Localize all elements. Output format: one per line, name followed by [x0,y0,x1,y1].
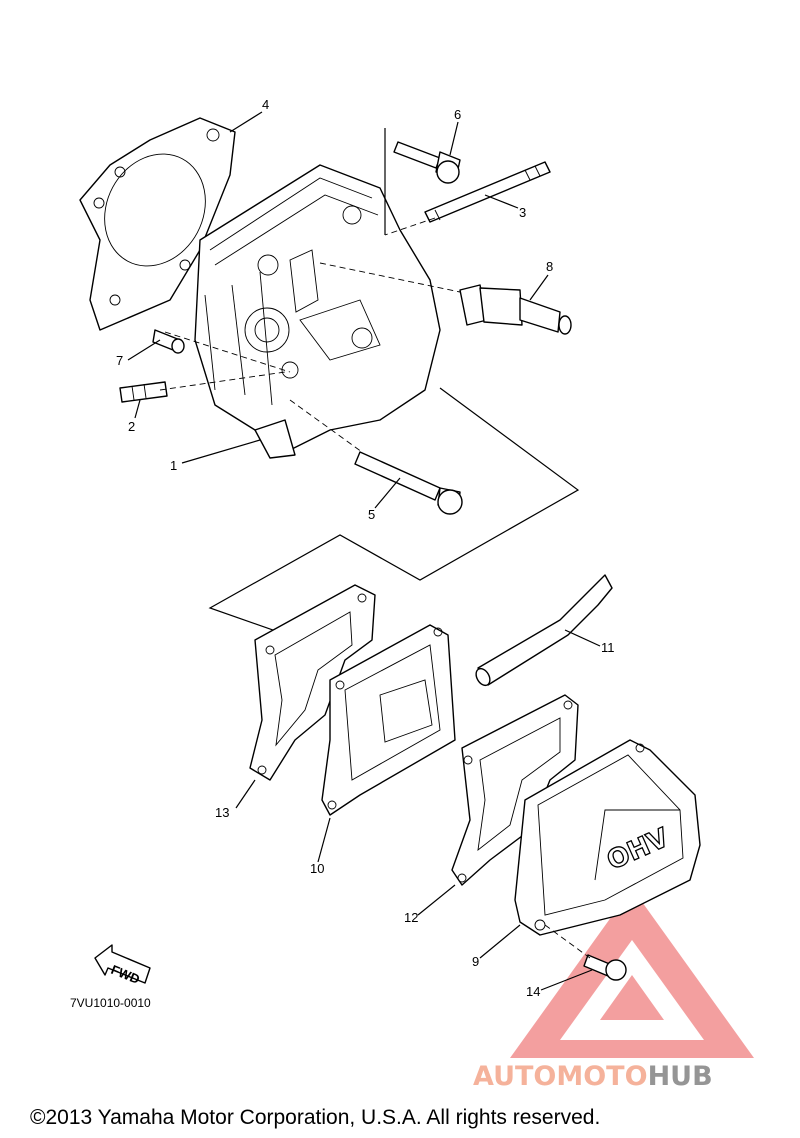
callout-6: 6 [454,107,461,122]
callout-8: 8 [546,259,553,274]
callout-10: 10 [310,861,324,876]
flange-bolt-part-5 [354,451,463,515]
stud-part-2 [119,381,168,403]
fwd-arrow-icon: FWD [94,944,151,987]
breather-hose-part-11 [475,574,613,687]
callout-2: 2 [128,419,135,434]
callout-3: 3 [519,205,526,220]
dashed-alignment-lines [159,217,461,453]
callout-13: 13 [215,805,229,820]
head-gasket-part-4 [79,117,236,331]
gasket-part-13 [249,584,376,781]
copyright-text: ©2013 Yamaha Motor Corporation, U.S.A. A… [30,1106,600,1129]
valve-cover-part-9: OHV [514,739,701,936]
stud-bolt-part-3 [424,161,551,223]
assembly-bracket-upper [208,128,580,651]
watermark-logo [510,888,754,1058]
callout-9: 9 [472,954,479,969]
breather-plate-part-10 [321,624,456,816]
callout-14: 14 [526,984,540,999]
spark-plug-part-8 [459,284,572,335]
callout-7: 7 [116,353,123,368]
dowel-pin-part-7 [152,329,185,354]
callout-4: 4 [262,97,269,112]
callout-11: 11 [601,640,615,655]
diagram-code: 7VU1010-0010 [70,996,151,1010]
callout-leaders [127,111,601,991]
watermark-part1: AUTOMOTO [473,1061,648,1092]
watermark-text: AUTOMOTOHUB [473,1061,713,1092]
callout-1: 1 [170,458,177,473]
flange-bolt-part-6 [393,141,461,184]
watermark-part2: HUB [648,1061,713,1092]
callout-12: 12 [404,910,418,925]
callout-5: 5 [368,507,375,522]
cover-bolt-part-14 [583,954,627,981]
cylinder-head-part-1 [194,164,441,459]
